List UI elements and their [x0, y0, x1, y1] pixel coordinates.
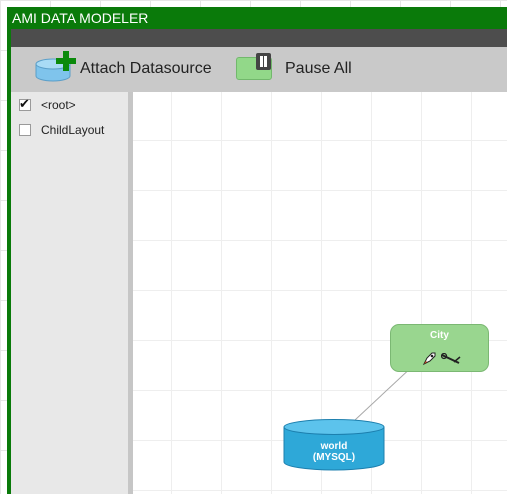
- pause-icon: [256, 53, 271, 70]
- sidebar-splitter[interactable]: [128, 92, 133, 494]
- datasource-name: world: [320, 441, 348, 452]
- city-node[interactable]: City: [390, 324, 489, 372]
- world-datasource-node[interactable]: world (MYSQL): [283, 419, 385, 471]
- header-strip: [11, 29, 507, 47]
- layout-item-childlayout[interactable]: ChildLayout: [19, 121, 124, 141]
- world-node-label: world (MYSQL): [283, 441, 385, 463]
- database-icon: [35, 58, 71, 82]
- datasource-type: (MYSQL): [312, 452, 356, 463]
- layout-checkbox[interactable]: [19, 124, 31, 136]
- wrench-icon[interactable]: [441, 353, 461, 365]
- toolbar: Attach Datasource Pause All: [11, 47, 507, 92]
- window-title: AMI DATA MODELER: [12, 10, 149, 26]
- layout-sidebar: ✔ <root> ChildLayout: [11, 92, 128, 494]
- layout-label: <root>: [41, 98, 76, 112]
- checkmark-icon: ✔: [19, 96, 30, 111]
- layout-checkbox[interactable]: ✔: [19, 96, 31, 111]
- modeler-canvas[interactable]: City world (MY: [133, 92, 507, 494]
- modeler-body: Attach Datasource Pause All ✔ <root> Chi…: [11, 29, 507, 494]
- database-icon: [283, 419, 385, 471]
- city-node-title: City: [430, 330, 449, 341]
- layout-item-root[interactable]: ✔ <root>: [19, 96, 124, 116]
- plus-icon: [56, 51, 76, 71]
- attach-datasource-label: Attach Datasource: [80, 60, 212, 77]
- pause-all-button[interactable]: Pause All: [235, 47, 365, 92]
- pause-all-label: Pause All: [285, 60, 352, 77]
- attach-datasource-button[interactable]: Attach Datasource: [35, 47, 225, 92]
- layout-label: ChildLayout: [41, 123, 105, 137]
- ami-data-modeler-window: AMI DATA MODELER Attach Datasource Pause…: [7, 7, 507, 494]
- rocket-icon[interactable]: [422, 352, 436, 366]
